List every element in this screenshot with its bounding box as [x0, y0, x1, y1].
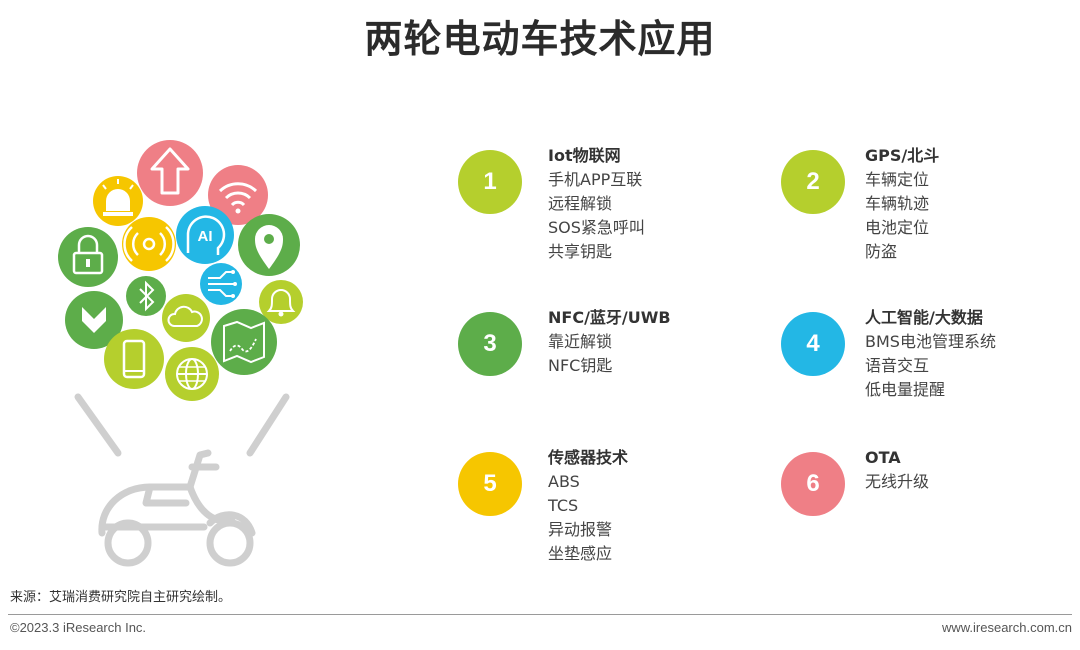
item-heading: NFC/蓝牙/UWB	[548, 308, 671, 327]
item-line: 远程解锁	[548, 194, 613, 213]
scooter-icon	[98, 449, 256, 567]
upload-arrow-icon	[137, 140, 203, 206]
item-heading: OTA	[865, 448, 901, 467]
item-line: 手机APP互联	[548, 170, 643, 189]
left-stroke	[74, 393, 122, 457]
item-line: 电池定位	[865, 218, 930, 237]
item-line: NFC钥匙	[548, 356, 613, 375]
item-line: ABS	[548, 472, 580, 491]
item-number-badge: 5	[458, 452, 522, 516]
svg-text:AI: AI	[198, 228, 213, 245]
item-line: 异动报警	[548, 520, 613, 539]
ai-head-icon: AI	[176, 206, 234, 264]
nfc-icon	[65, 291, 123, 349]
footer-divider	[8, 614, 1072, 615]
item-heading: Iot物联网	[548, 146, 621, 165]
item-line: 靠近解锁	[548, 332, 613, 351]
phone-icon	[104, 329, 164, 389]
item-line: TCS	[548, 496, 579, 515]
website-text: www.iresearch.com.cn	[941, 620, 1072, 635]
tech-icon-cluster: AI	[58, 140, 303, 567]
item-line: 坐垫感应	[548, 544, 613, 563]
copyright-text: ©2023.3 iResearch Inc.	[10, 620, 147, 635]
tech-item-6: 6 OTA 无线升级	[781, 448, 930, 516]
item-heading: GPS/北斗	[865, 146, 940, 165]
item-number-badge: 1	[458, 150, 522, 214]
item-heading: 人工智能/大数据	[865, 308, 983, 327]
wifi-icon	[208, 165, 268, 225]
map-icon	[211, 309, 277, 375]
item-heading: 传感器技术	[548, 448, 629, 467]
item-number-badge: 2	[781, 150, 845, 214]
item-line: 无线升级	[865, 472, 930, 491]
item-line: 低电量提醒	[865, 380, 946, 399]
source-note: 来源：艾瑞消费研究院自主研究绘制。	[10, 590, 232, 605]
item-line: 防盗	[865, 242, 898, 261]
location-pin-icon	[238, 214, 300, 276]
alarm-light-icon	[93, 176, 143, 226]
tech-item-4: 4 人工智能/大数据 BMS电池管理系统 语音交互 低电量提醒	[781, 308, 996, 402]
tech-item-5: 5 传感器技术 ABS TCS 异动报警 坐垫感应	[458, 448, 628, 566]
cloud-icon	[162, 294, 210, 342]
right-stroke	[246, 393, 290, 457]
bell-icon	[259, 280, 303, 324]
globe-icon	[165, 347, 219, 401]
bluetooth-icon	[126, 276, 166, 316]
item-line: BMS电池管理系统	[865, 332, 996, 351]
item-number-badge: 3	[458, 312, 522, 376]
item-line: 车辆定位	[865, 170, 930, 189]
item-line: 车辆轨迹	[865, 194, 930, 213]
tech-item-2: 2 GPS/北斗 车辆定位 车辆轨迹 电池定位 防盗	[781, 146, 939, 264]
lock-icon	[58, 227, 118, 287]
item-line: 语音交互	[865, 356, 930, 375]
item-number-badge: 6	[781, 452, 845, 516]
item-line: SOS紧急呼叫	[548, 218, 645, 237]
circuit-icon	[200, 263, 242, 305]
tech-item-3: 3 NFC/蓝牙/UWB 靠近解锁 NFC钥匙	[458, 308, 671, 378]
item-number-badge: 4	[781, 312, 845, 376]
item-line: 共享钥匙	[548, 242, 613, 261]
page-title: 两轮电动车技术应用	[364, 17, 716, 61]
tech-item-1: 1 Iot物联网 手机APP互联 远程解锁 SOS紧急呼叫 共享钥匙	[458, 146, 645, 264]
radio-signal-icon	[122, 217, 176, 271]
